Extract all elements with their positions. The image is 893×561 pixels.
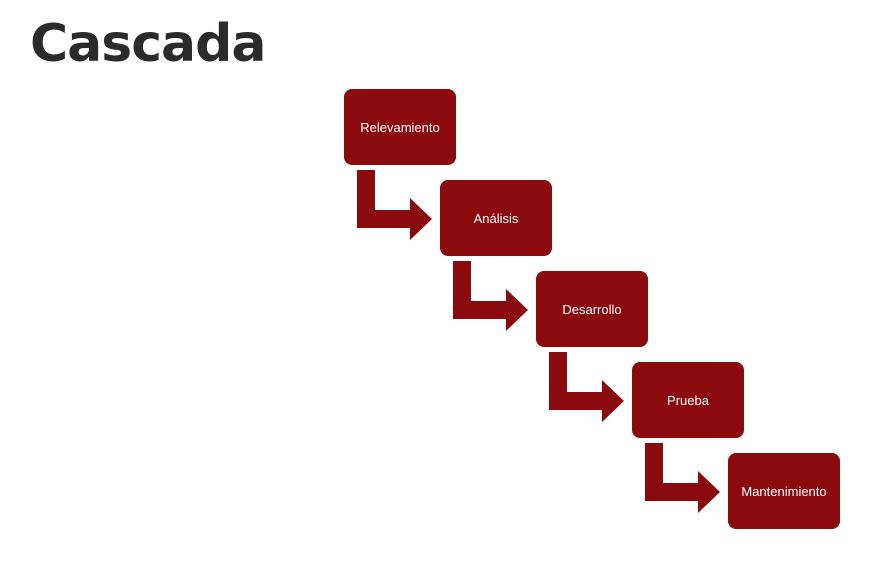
step-prueba: Prueba xyxy=(632,362,744,438)
connector-arrow-2 xyxy=(453,261,528,331)
step-label: Relevamiento xyxy=(360,119,440,135)
step-label: Prueba xyxy=(667,392,709,408)
step-desarrollo: Desarrollo xyxy=(536,271,648,347)
connector-arrow-4 xyxy=(645,443,720,513)
step-label: Análisis xyxy=(473,210,519,226)
step-relevamiento: Relevamiento xyxy=(344,89,456,165)
step-label: Mantenimiento xyxy=(741,483,827,499)
step-analisis: Análisis xyxy=(440,180,552,256)
connector-arrow-3 xyxy=(549,352,624,422)
step-mantenimiento: Mantenimiento xyxy=(728,453,840,529)
page-title: Cascada xyxy=(30,14,266,74)
step-label: Desarrollo xyxy=(562,301,622,317)
connector-arrow-1 xyxy=(357,170,432,240)
